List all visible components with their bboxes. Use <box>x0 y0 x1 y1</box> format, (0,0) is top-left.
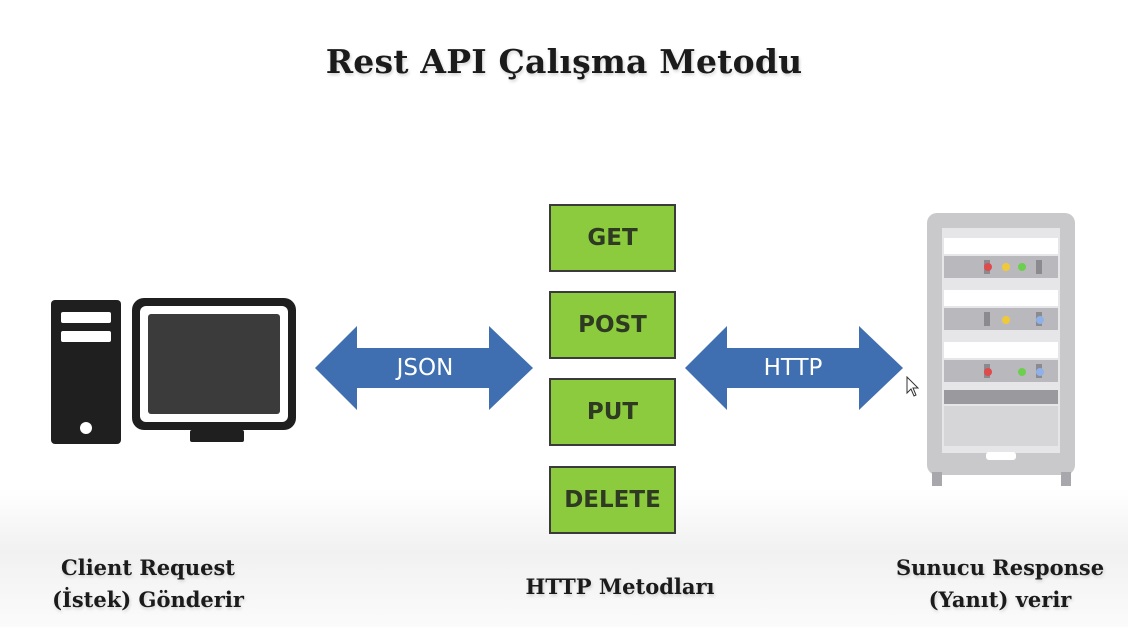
server-caption-line-2: (Yanıt) verir <box>928 587 1072 612</box>
json-label: JSON <box>396 355 454 381</box>
methods-caption: HTTP Metodları <box>525 574 715 599</box>
desktop-computer-icon <box>48 296 298 451</box>
mouse-pointer-icon <box>906 376 920 397</box>
client-caption-line-1: Client Request <box>61 555 235 580</box>
method-put: PUT <box>549 378 676 446</box>
http-label: HTTP <box>763 355 823 381</box>
server-rack-icon <box>924 210 1079 495</box>
http-double-arrow <box>685 326 903 410</box>
server-caption: Sunucu Response (Yanıt) verir <box>880 552 1120 616</box>
json-double-arrow <box>315 326 533 410</box>
client-caption-line-2: (İstek) Gönderir <box>52 587 244 612</box>
server-caption-line-1: Sunucu Response <box>895 555 1105 580</box>
client-caption: Client Request (İstek) Gönderir <box>28 552 268 616</box>
method-post: POST <box>549 291 676 359</box>
method-get: GET <box>549 204 676 272</box>
page-title: Rest API Çalışma Metodu <box>325 42 803 81</box>
method-delete: DELETE <box>549 466 676 534</box>
